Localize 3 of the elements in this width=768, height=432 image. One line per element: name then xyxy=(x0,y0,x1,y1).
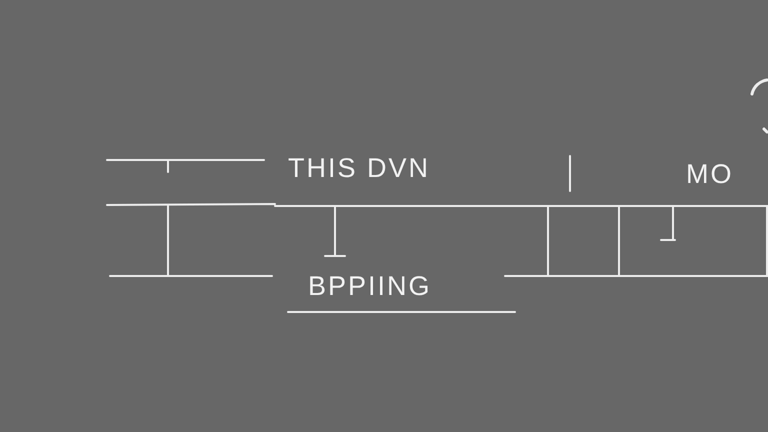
text-label: MO xyxy=(686,161,734,188)
text-label: BPPIING xyxy=(308,273,432,300)
text-label: THIS DVN xyxy=(288,155,430,182)
